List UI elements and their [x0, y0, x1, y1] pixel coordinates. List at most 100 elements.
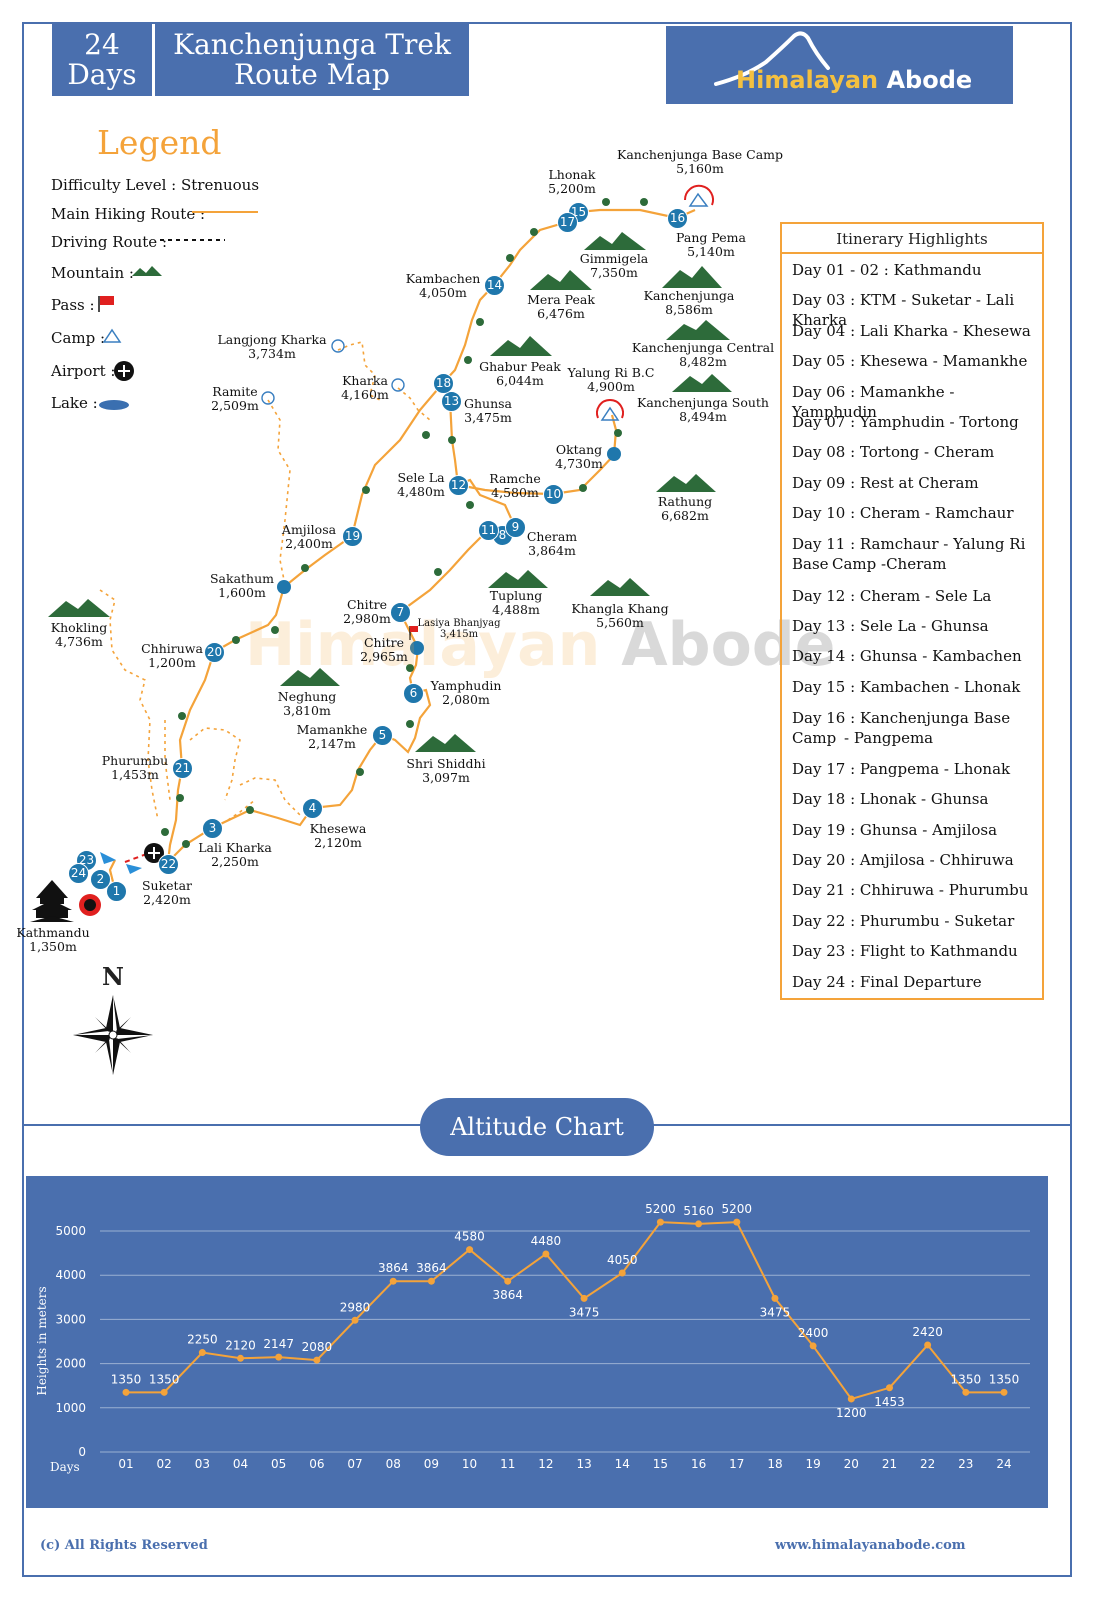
data-point	[580, 1294, 588, 1302]
itinerary-item: Day 11 : Ramchaur - Yalung Ri Base	[792, 535, 1026, 573]
x-axis-label: Days	[50, 1460, 80, 1474]
footer-website[interactable]: www.himalayanabode.com	[775, 1538, 966, 1553]
data-label: 3864	[416, 1261, 447, 1275]
day-marker-24: 24	[68, 863, 89, 884]
data-label: 1350	[951, 1372, 982, 1386]
data-point	[237, 1354, 245, 1362]
logo-mountain-icon	[714, 31, 830, 86]
legend-mountain: Mountain :	[51, 264, 134, 282]
data-label: 4050	[607, 1253, 638, 1267]
x-tick-label: 23	[958, 1457, 973, 1471]
hiker-icons	[161, 198, 648, 848]
route-map	[30, 184, 732, 1075]
flag-icon	[409, 626, 418, 640]
x-tick-label: 20	[844, 1457, 859, 1471]
data-point	[542, 1250, 550, 1258]
itinerary-item: Day 20 : Amjilosa - Chhiruwa	[792, 851, 1014, 869]
y-tick-label: 4000	[55, 1268, 86, 1282]
x-tick-label: 24	[996, 1457, 1011, 1471]
x-tick-label: 16	[691, 1457, 706, 1471]
legend-camp: Camp :	[51, 329, 106, 347]
days-badge: 24 Days	[52, 24, 152, 96]
itinerary-item: - Pangpema	[844, 729, 934, 747]
data-label: 3864	[378, 1261, 409, 1275]
itinerary-item: Day 05 : Khesewa - Mamankhe	[792, 352, 1028, 370]
day-marker-9: 9	[505, 517, 526, 538]
data-label: 2980	[340, 1300, 371, 1314]
itinerary-item: Day 17 : Pangpema - Lhonak	[792, 760, 1011, 778]
flag-icon	[98, 296, 114, 312]
itinerary-panel: Itinerary Highlights Day 01 - 02 : Kathm…	[780, 222, 1044, 1000]
itinerary-item: Day 07 : Yamphudin - Tortong	[792, 413, 1019, 431]
plane-icon	[100, 852, 142, 874]
itinerary-item: Day 01 - 02 : Kathmandu	[792, 261, 982, 279]
data-label: 1453	[874, 1395, 905, 1409]
day-marker-13: 13	[441, 391, 462, 412]
x-tick-label: 06	[309, 1457, 324, 1471]
day-marker-2: 2	[90, 869, 111, 890]
day-marker-14: 14	[484, 275, 505, 296]
itinerary-item: Day 10 : Cheram - Ramchaur	[792, 504, 1014, 522]
itinerary-item: Day 13 : Sele La - Ghunsa	[792, 617, 989, 635]
data-point	[771, 1294, 779, 1302]
temple-icon	[30, 880, 74, 922]
day-marker-6: 6	[403, 683, 424, 704]
day-marker-16: 16	[667, 208, 688, 229]
data-label: 3475	[760, 1305, 791, 1319]
data-point	[198, 1349, 206, 1357]
logo-text-himalayan: Himalayan	[736, 66, 879, 94]
title-line1: Kanchenjunga Trek	[173, 28, 451, 61]
data-label: 2080	[302, 1340, 333, 1354]
data-point	[618, 1269, 626, 1277]
series-line	[126, 1221, 1004, 1401]
data-point	[504, 1277, 512, 1285]
day-marker-7: 7	[390, 602, 411, 623]
day-marker-4: 4	[302, 798, 323, 819]
itinerary-item: Day 12 : Cheram - Sele La	[792, 587, 992, 605]
x-tick-label: 22	[920, 1457, 935, 1471]
itinerary-item: Day 15 : Kambachen - Lhonak	[792, 678, 1021, 696]
itinerary-item: Day 04 : Lali Kharka - Khesewa	[792, 322, 1031, 340]
itinerary-item: Day 18 : Lhonak - Ghunsa	[792, 790, 989, 808]
data-point	[466, 1246, 474, 1254]
data-point	[847, 1395, 855, 1403]
data-point	[427, 1277, 435, 1285]
data-point	[275, 1353, 283, 1361]
itinerary-item: Day 06 : Mamankhe - Yamphudin	[792, 383, 955, 421]
y-tick-label: 0	[78, 1445, 86, 1459]
data-label: 5160	[683, 1204, 714, 1218]
x-tick-label: 18	[767, 1457, 782, 1471]
x-tick-label: 17	[729, 1457, 744, 1471]
data-point	[733, 1218, 741, 1226]
altitude-chart-title: Altitude Chart	[420, 1098, 654, 1156]
day-marker-11: 11	[478, 520, 499, 541]
itinerary-item: Day 21 : Chhiruwa - Phurumbu	[792, 881, 1029, 899]
itinerary-item: Day 23 : Flight to Kathmandu	[792, 942, 1018, 960]
data-label: 2120	[225, 1338, 256, 1352]
data-point	[160, 1388, 168, 1396]
